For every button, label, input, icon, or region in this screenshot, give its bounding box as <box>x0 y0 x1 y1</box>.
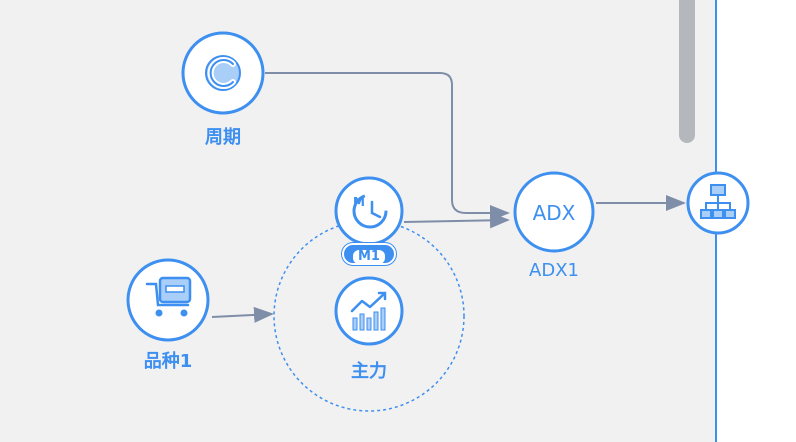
node-variety-label: 品种1 <box>143 351 193 372</box>
adx-icon-text: ADX <box>533 201 576 225</box>
node-adx[interactable]: ADX <box>513 171 595 253</box>
connector-cycle-adx <box>265 72 510 221</box>
node-adx-label: ADX1 <box>529 260 579 281</box>
node-output[interactable] <box>686 171 750 235</box>
network-icon <box>700 184 736 219</box>
vertical-scrollbar[interactable] <box>679 0 695 143</box>
node-timer[interactable]: M <box>334 176 404 246</box>
node-main-label: 主力 <box>351 361 387 382</box>
timer-badge: M1 <box>342 243 396 265</box>
trend-chart-icon <box>350 291 387 331</box>
connector-variety-group <box>211 306 274 323</box>
refresh-c-icon <box>205 55 241 91</box>
connector-timer-adx <box>403 212 510 229</box>
svg-text:M: M <box>353 195 365 209</box>
clock-icon: M <box>352 193 388 229</box>
timer-badge-text: M1 <box>353 250 385 264</box>
node-cycle-label: 周期 <box>205 127 241 148</box>
cart-icon <box>145 276 192 317</box>
node-variety[interactable] <box>126 258 210 342</box>
node-cycle[interactable] <box>181 31 265 115</box>
node-main[interactable] <box>334 276 404 346</box>
